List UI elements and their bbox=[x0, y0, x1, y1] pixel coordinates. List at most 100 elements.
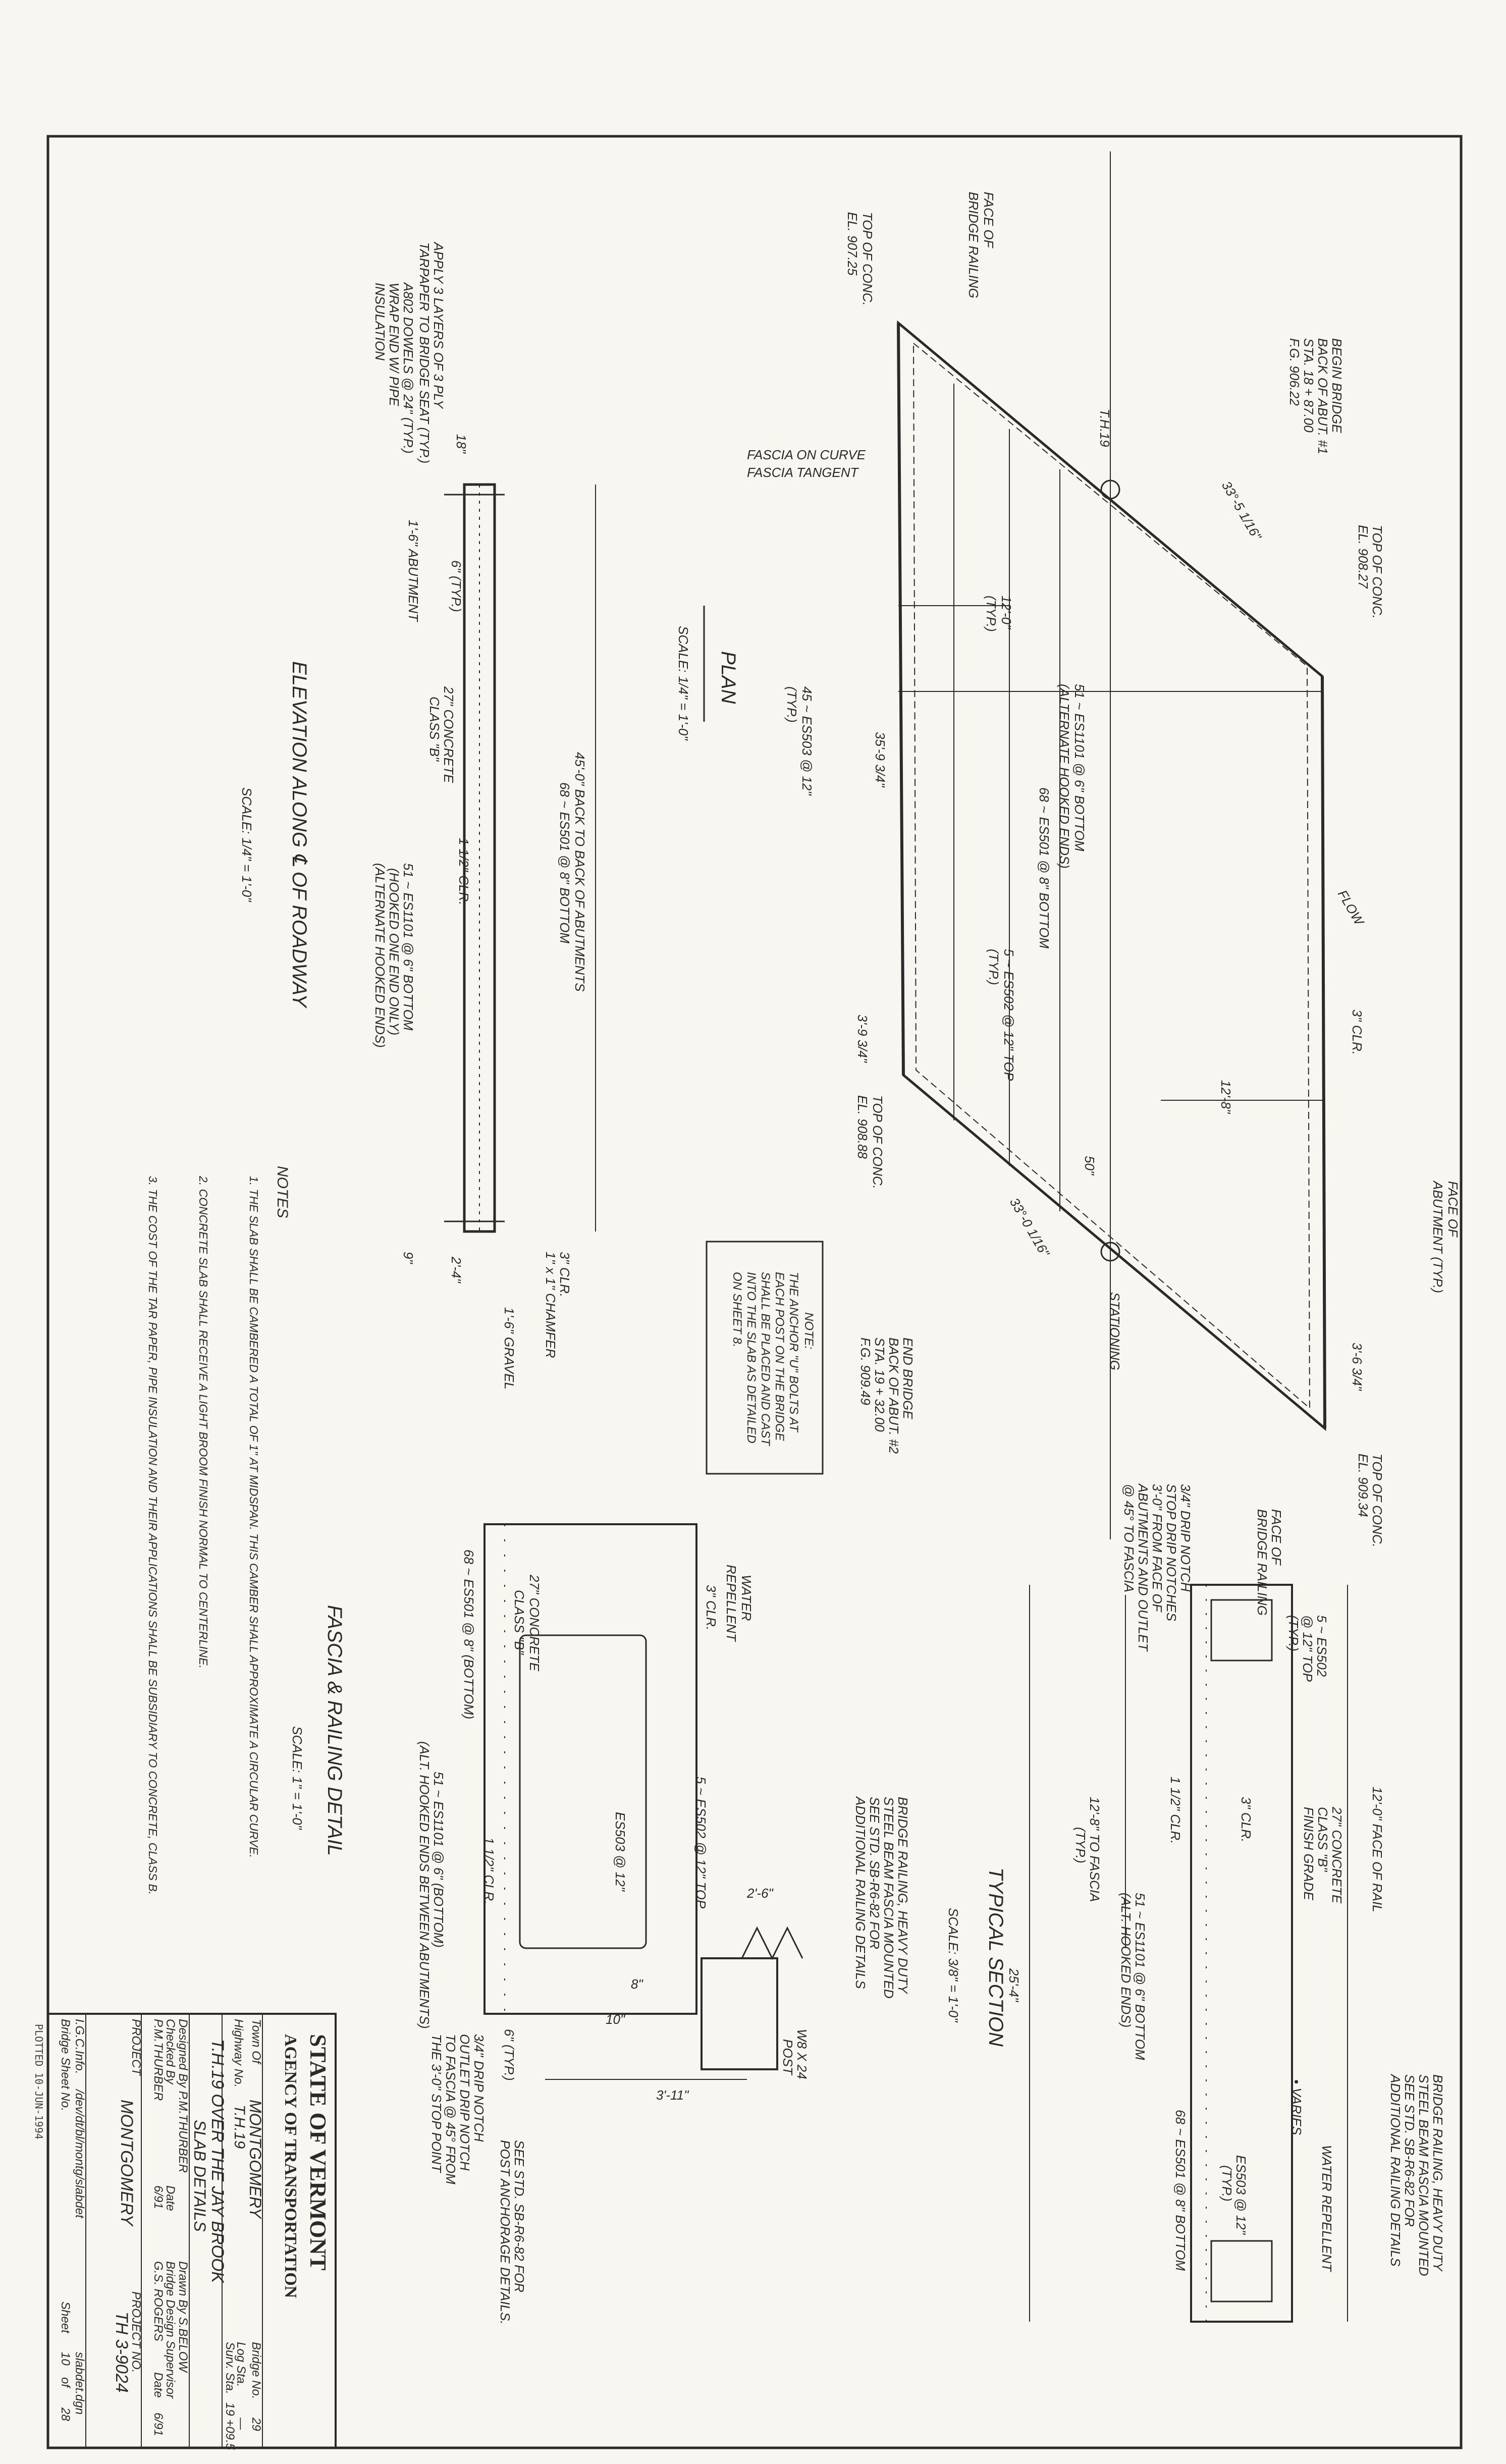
fascia-label-dim-2-6: 2'-6" bbox=[746, 1886, 774, 1901]
typical-label-total: 25'-4" bbox=[1006, 1968, 1021, 2003]
typical-label-drip4: ABUTMENTS AND OUTLET bbox=[1136, 1483, 1151, 1652]
plan-note-box bbox=[706, 1241, 824, 1475]
fascia-label-water2: REPELLENT bbox=[724, 1565, 739, 1642]
plan-note-line-4: INTO THE SLAB AS DETAILED bbox=[744, 1272, 758, 1443]
fascia-label-rail: BRIDGE RAILING, HEAVY DUTY bbox=[895, 1797, 910, 1994]
fascia-label-rail3: SEE STD. SB-R6-82 FOR bbox=[867, 1797, 882, 1949]
fascia-slab bbox=[483, 1523, 697, 2015]
tb-sheet-no: 10 bbox=[59, 2352, 72, 2366]
plan-label-begin-bridge2: BACK OF ABUT. #1 bbox=[1315, 338, 1330, 454]
tb-bridge-sheet-label: Bridge Sheet No. bbox=[59, 2019, 72, 2111]
tb-log-sta: — bbox=[234, 2417, 248, 2430]
plan-cl-marker-bottom bbox=[1100, 1242, 1120, 1262]
typical-label-drip5: @ 45° TO FASCIA bbox=[1121, 1484, 1137, 1592]
plan-note-title: NOTE: bbox=[802, 1312, 816, 1349]
fascia-label-clr15: 1 1/2" CLR. bbox=[481, 1837, 497, 1905]
plan-label-face-rail-right2: BRIDGE RAILING bbox=[1255, 1509, 1270, 1616]
typical-label-es503b: (TYP.) bbox=[1219, 2165, 1234, 2202]
typical-label-clr3: 3" CLR. bbox=[1239, 1797, 1254, 1842]
fascia-label-clr3: 3" CLR. bbox=[704, 1585, 719, 1630]
fascia-scale: SCALE: 1" = 1'-0" bbox=[290, 1726, 305, 1831]
tb-supervisor: G.S. ROGERS bbox=[151, 2261, 165, 2341]
plan-label-end-bridge: END BRIDGE bbox=[900, 1337, 916, 1419]
tb-highway: T.H.19 bbox=[231, 2105, 248, 2149]
tb-igs-value: /dev/dt/bl/montg/slabdet bbox=[73, 2088, 86, 2219]
typical-label-fascia: 12'-8" TO FASCIA bbox=[1087, 1797, 1102, 1902]
plan-label-face-rail-left2: BRIDGE RAILING bbox=[966, 192, 981, 298]
tb-sheet-label: Sheet bbox=[59, 2301, 72, 2334]
plan-label-typ-2: (TYP.) bbox=[784, 686, 799, 723]
plan-label-es1101: 51 ~ ES1101 @ 6" BOTTOM bbox=[1072, 684, 1087, 851]
typical-label-drip: 3/4" DRIP NOTCH bbox=[1178, 1484, 1193, 1592]
elev-label-dowels: A802 DOWELS @ 24" (TYP.) bbox=[401, 282, 416, 454]
elev-label-es1101b: (HOOKED ONE END ONLY) bbox=[387, 868, 402, 1035]
tb-town-label: Town Of bbox=[249, 2019, 263, 2065]
notes-title: NOTES bbox=[274, 1166, 291, 1218]
fascia-label-anchor2: POST ANCHORAGE DETAILS. bbox=[498, 2140, 513, 2325]
tb-of-label: of bbox=[59, 2377, 72, 2388]
tb-surv-sta-label: Surv. Sta. bbox=[223, 2342, 237, 2394]
notes-block: NOTES 1. THE SLAB SHALL BE CAMBERED A TO… bbox=[146, 1166, 291, 1895]
fascia-label-dim-10: 10" bbox=[606, 2012, 626, 2027]
title-block: STATE OF VERMONT AGENCY OF TRANSPORTATIO… bbox=[33, 2013, 337, 2450]
plan-label-skew1: 33°-5 1/16" bbox=[1219, 478, 1265, 544]
typical-label-finish: FINISH GRADE bbox=[1301, 1807, 1316, 1901]
typical-label-water: WATER REPELLENT bbox=[1319, 2145, 1334, 2273]
plan-label-th19: T.H.19 bbox=[1097, 409, 1112, 447]
elev-label-dim-18: 18" bbox=[454, 434, 469, 454]
typical-label-clr15: 1 1/2" CLR. bbox=[1168, 1777, 1183, 1844]
fascia-label-dim-6: 6" (TYP.) bbox=[502, 2029, 517, 2081]
tb-date2: 6/91 bbox=[151, 2413, 165, 2436]
fascia-label-dim-8: 8" bbox=[631, 1976, 643, 1992]
tb-surv-sta: 19 +09.5 bbox=[223, 2402, 237, 2450]
plan-label-begin-bridge: BEGIN BRIDGE bbox=[1329, 338, 1344, 433]
plan-label-dim-3-6: 3'-6 3/4" bbox=[1350, 1343, 1365, 1391]
plan-scale: SCALE: 1/4" = 1'-0" bbox=[676, 626, 691, 741]
plotted-stamp: PLOTTED 10-JUN-1994 bbox=[33, 2024, 45, 2139]
typical-label-drip3: 3'-0" FROM FACE OF bbox=[1150, 1484, 1165, 1613]
typical-scale: SCALE: 3/8" = 1'-0" bbox=[946, 1908, 961, 2023]
plan-label-end-bridge4: F.G. 909.49 bbox=[858, 1337, 873, 1405]
elev-label-gravel: 1'-6" GRAVEL bbox=[502, 1307, 517, 1389]
plan-note-line-1: THE ANCHOR "U" BOLTS AT bbox=[787, 1272, 800, 1433]
elev-label-tarpaper2: TARPAPER TO BRIDGE SEAT (TYP.) bbox=[417, 242, 432, 463]
typical-label-es1101: 51 ~ ES1101 @ 6" BOTTOM bbox=[1133, 1893, 1148, 2060]
typical-slab bbox=[1190, 1584, 1293, 2323]
typical-label-face-rail: 12'-0" FACE OF RAIL bbox=[1370, 1787, 1385, 1912]
tb-designed-by: Designed By P.M.THURBER bbox=[176, 2019, 190, 2173]
typical-label-drip2: STOP DRIP NOTCHES bbox=[1164, 1484, 1179, 1622]
elev-label-clr: 1 1/2" CLR. bbox=[456, 838, 471, 905]
plan-label-face-rail-left: FACE OF bbox=[981, 192, 996, 249]
fascia-label-rail4: ADDITIONAL RAILING DETAILS bbox=[853, 1796, 868, 1989]
tb-bridge-no: 29 bbox=[249, 2417, 263, 2431]
tb-highway-label: Highway No. bbox=[232, 2019, 245, 2087]
plan-note-line-5: ON SHEET 8. bbox=[730, 1272, 744, 1347]
typical-label-concrete: 27" CONCRETE bbox=[1329, 1806, 1344, 1904]
plan-label-clr3: 3" CLR. bbox=[1350, 1009, 1365, 1055]
elev-label-dim-9: 9" bbox=[401, 1252, 416, 1264]
plan-label-fascia-tangent: FASCIA TANGENT bbox=[747, 465, 859, 480]
typical-label-varies: • VARIES bbox=[1289, 2079, 1304, 2135]
typical-rebar-loop-2 bbox=[1210, 2240, 1273, 2302]
tb-project-label: PROJECT bbox=[129, 2019, 143, 2076]
fascia-label-class-b: CLASS "B" bbox=[512, 1590, 527, 1655]
fascia-detail: 27" CONCRETE CLASS "B" WATER REPELLENT 3… bbox=[290, 1523, 910, 2325]
typical-section: 3/4" DRIP NOTCH STOP DRIP NOTCHES 3'-0" … bbox=[946, 1483, 1445, 2323]
plan-label-typ-1: (TYP.) bbox=[984, 596, 999, 632]
plan-label-begin-bridge3: STA. 18 + 87.00 bbox=[1301, 338, 1316, 433]
plan-label-top-conc-1-el: EL. 907.25 bbox=[845, 212, 860, 276]
plan-label-es503: 45 ~ ES503 @ 12" bbox=[799, 686, 815, 796]
plan-note-line-2: EACH POST ON THE BRIDGE bbox=[773, 1272, 786, 1441]
plan-label-top-conc-4: TOP OF CONC. bbox=[1370, 1454, 1385, 1547]
typical-label-class-b: CLASS "B" bbox=[1315, 1807, 1330, 1872]
note-item-2: 2. CONCRETE SLAB SHALL RECEIVE A LIGHT B… bbox=[197, 1175, 210, 1669]
tb-bridge-no-label: Bridge No. bbox=[249, 2342, 263, 2399]
plan-note-line-3: SHALL BE PLACED AND CAST bbox=[759, 1272, 772, 1447]
fascia-label-drip3: TO FASCIA @ 45° FROM bbox=[443, 2034, 458, 2184]
plan-label-face-rail-right: FACE OF bbox=[1269, 1509, 1284, 1566]
tb-sheet-total: 28 bbox=[59, 2407, 72, 2421]
plan-fascia-tangent bbox=[912, 342, 1311, 1410]
tb-date-label-2: Date bbox=[151, 2372, 165, 2398]
fascia-label-es503: ES503 @ 12" bbox=[613, 1812, 628, 1892]
plan-label-dim-35-9: 35'-9 3/4" bbox=[873, 732, 888, 788]
